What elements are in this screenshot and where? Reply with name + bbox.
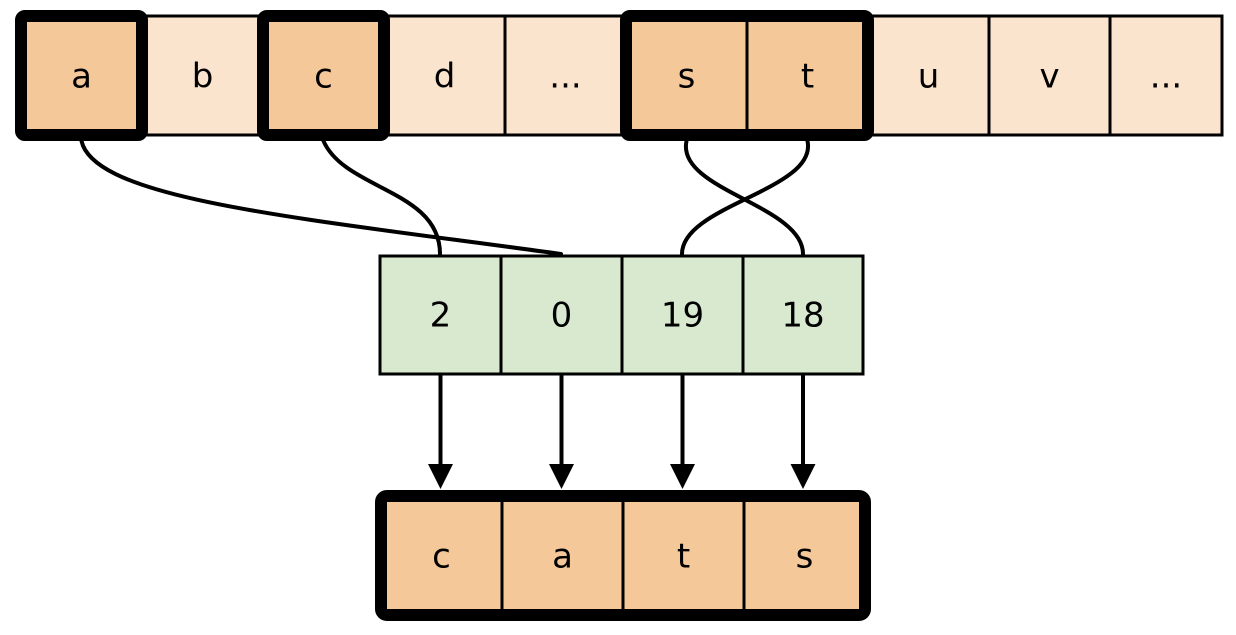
alphabet-cell-1-rect[interactable] (140, 14, 265, 137)
alphabet-to-index-connectors (79, 139, 810, 256)
alphabet-cell-9-rect[interactable] (1108, 14, 1224, 137)
alphabet-cell-5-label: s (678, 57, 696, 97)
arrow-head-3 (790, 464, 816, 489)
result-cell-0-label: c (432, 537, 451, 577)
alphabet-selection-outline-st (620, 10, 874, 141)
alphabet-cell-0-label: a (71, 57, 92, 97)
alphabet-cell-6-label: t (801, 57, 814, 97)
index-cell-3-rect[interactable] (741, 254, 865, 376)
index-row: 2 0 19 18 (378, 254, 865, 376)
result-cell-1-label: a (552, 537, 573, 577)
index-to-result-arrows (428, 374, 816, 489)
arrow-head-1 (549, 464, 574, 489)
connector-t-to-19 (680, 139, 810, 256)
arrow-head-2 (670, 464, 695, 489)
result-row-outline (375, 490, 871, 621)
alphabet-cell-8-rect[interactable] (987, 14, 1112, 137)
index-cell-1-label: 0 (551, 296, 573, 336)
connector-a-to-0 (79, 139, 563, 256)
result-cell-3-label: s (796, 537, 814, 577)
alphabet-cell-2-label: c (314, 57, 333, 97)
index-cell-2-label: 19 (661, 296, 704, 336)
alphabet-cell-1-label: b (192, 57, 214, 97)
alphabet-cell-3-label: d (434, 57, 456, 97)
result-cell-2-label: t (677, 537, 690, 577)
connector-c-to-2 (321, 139, 442, 256)
alphabet-cell-9-label: ... (1150, 57, 1182, 97)
alphabet-cell-4-rect[interactable] (503, 14, 628, 137)
index-cell-1-rect[interactable] (499, 254, 624, 376)
alphabet-row: a b c d ... s t u v (15, 10, 1224, 141)
arrow-head-0 (428, 464, 453, 489)
connector-s-to-18 (684, 139, 805, 256)
result-row: c a t s (375, 490, 871, 621)
alphabet-cell-7-label: u (918, 57, 940, 97)
index-cell-2-rect[interactable] (620, 254, 745, 376)
alphabet-selection-outline-c (257, 10, 390, 141)
index-cell-3-label: 18 (781, 296, 824, 336)
index-cell-0-label: 2 (430, 296, 452, 336)
alphabet-selection-outline-a (15, 10, 148, 141)
alphabet-cell-4-label: ... (549, 57, 581, 97)
alphabet-cell-8-label: v (1039, 57, 1059, 97)
